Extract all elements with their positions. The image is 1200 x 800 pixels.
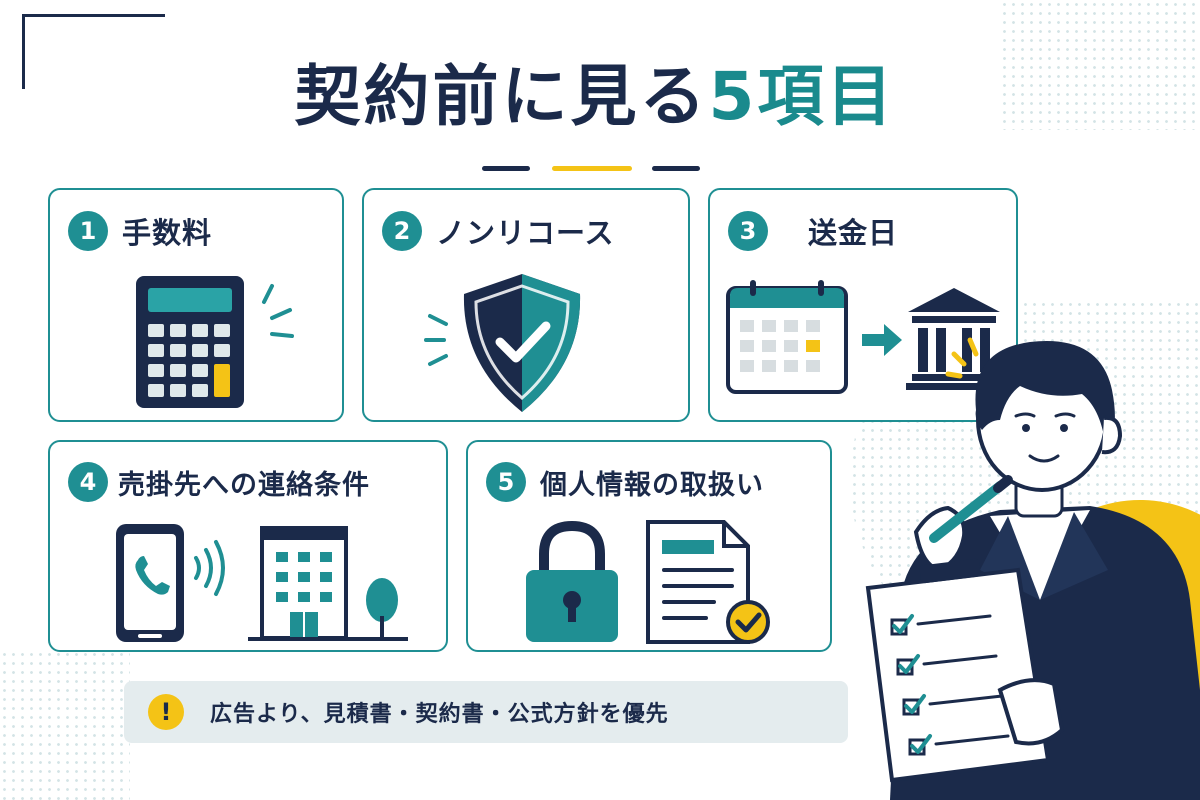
card-non-recourse: 2 ノンリコース — [362, 188, 690, 422]
businessman-with-checklist-illustration — [865, 337, 1200, 800]
card-remittance-date: 3 送金日 — [708, 188, 1018, 422]
dot-pattern-bottom-left — [0, 650, 130, 800]
dot-pattern-top-right — [1000, 0, 1200, 130]
calendar-to-bank-icon — [726, 280, 1002, 394]
card-number: 4 — [68, 462, 108, 502]
card-number: 1 — [68, 211, 108, 251]
calculator-icon — [136, 276, 294, 408]
card-number: 2 — [382, 211, 422, 251]
shield-check-icon — [424, 274, 581, 412]
title-highlight: 5項目 — [708, 58, 896, 135]
card-title: ノンリコース — [436, 216, 615, 250]
title-main: 契約前に見る — [294, 58, 709, 135]
corner-bracket — [22, 14, 165, 89]
card-title: 売掛先への連絡条件 — [118, 469, 370, 501]
notice-text: 広告より、見積書・契約書・公式方針を優先 — [210, 702, 669, 727]
card-number: 5 — [486, 462, 526, 502]
card-contact-conditions: 4 売掛先への連絡条件 — [48, 440, 448, 652]
page-title: 契約前に見る5項目 — [0, 52, 1190, 142]
warning-icon: ! — [148, 694, 184, 730]
notice-banner: ! 広告より、見積書・契約書・公式方針を優先 — [124, 681, 848, 743]
card-title: 送金日 — [808, 216, 899, 250]
title-underline-right — [652, 166, 700, 171]
card-personal-info: 5 個人情報の取扱い — [466, 440, 832, 652]
title-underline-center — [552, 166, 632, 171]
card-fee: 1 手数料 — [48, 188, 344, 422]
card-number: 3 — [728, 211, 768, 251]
card-title: 個人情報の取扱い — [540, 469, 764, 501]
phone-and-building-icon — [116, 524, 408, 642]
card-title: 手数料 — [122, 216, 213, 250]
lock-and-document-icon — [526, 520, 770, 644]
title-underline-left — [482, 166, 530, 171]
